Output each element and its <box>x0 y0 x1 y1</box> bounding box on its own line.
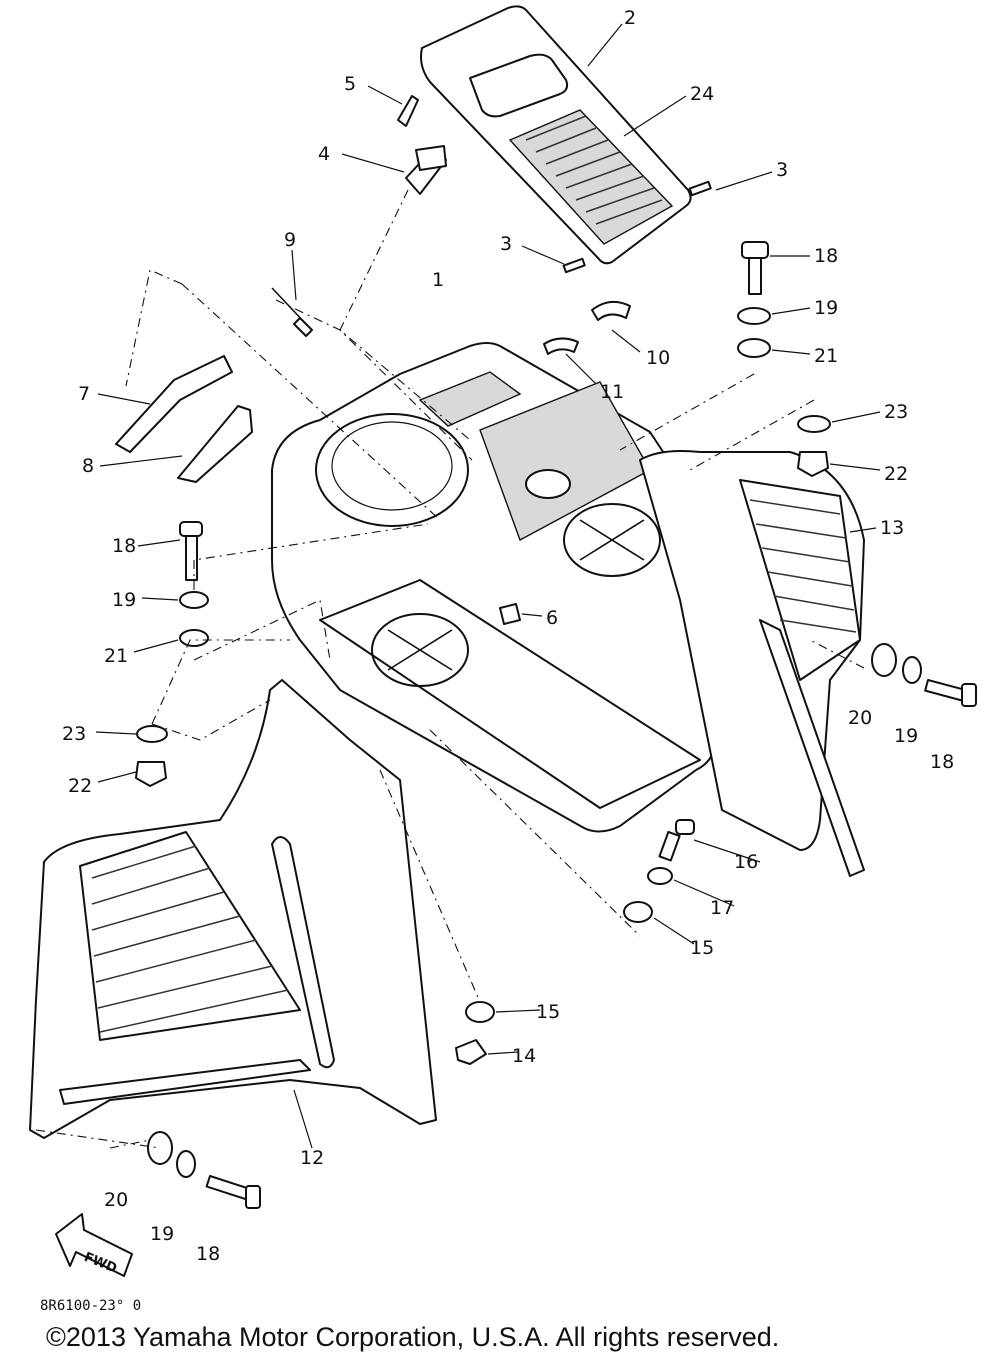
callout-21-right: 21 <box>814 345 838 367</box>
callout-10: 10 <box>646 347 670 369</box>
callout-18-left: 18 <box>112 535 136 557</box>
side-brackets <box>115 355 253 483</box>
callout-14: 14 <box>512 1045 536 1067</box>
pin-parts <box>562 180 712 274</box>
callout-11: 11 <box>600 381 624 403</box>
callout-21-left: 21 <box>104 645 128 667</box>
callout-3-right: 3 <box>776 159 788 181</box>
callout-23-left: 23 <box>62 723 86 745</box>
callout-16: 16 <box>734 851 758 873</box>
callout-15-lower: 15 <box>536 1001 560 1023</box>
top-cover-panel <box>420 5 692 265</box>
callout-23-right: 23 <box>884 401 908 423</box>
main-body-part <box>271 342 716 833</box>
callout-19-right: 19 <box>894 725 918 747</box>
callout-9: 9 <box>284 229 296 251</box>
callout-2: 2 <box>624 7 636 29</box>
callout-22-right: 22 <box>884 463 908 485</box>
callout-12: 12 <box>300 1147 324 1169</box>
callout-6: 6 <box>546 607 558 629</box>
callout-labels: 2 24 3 3 4 5 9 1 10 11 7 8 18 19 21 23 2… <box>62 7 954 1265</box>
diagram-code: 8R6100-23° 0 <box>40 1298 142 1314</box>
right-side-cover <box>639 450 865 877</box>
clip-part <box>271 287 313 337</box>
fasteners <box>135 241 977 1209</box>
callout-17: 17 <box>710 897 734 919</box>
callout-19-bottom: 19 <box>150 1223 174 1245</box>
callout-24: 24 <box>690 83 714 105</box>
leader-lines <box>95 23 881 1149</box>
copyright-notice: ©2013 Yamaha Motor Corporation, U.S.A. A… <box>46 1322 780 1352</box>
assembly-lines <box>35 189 865 1149</box>
bracket-and-screw <box>397 95 447 195</box>
callout-19-top: 19 <box>814 297 838 319</box>
callout-18-top: 18 <box>814 245 838 267</box>
decals <box>543 300 631 355</box>
callout-22-left: 22 <box>68 775 92 797</box>
callout-20-bottom: 20 <box>104 1189 128 1211</box>
left-side-cover <box>29 679 437 1139</box>
callout-18-right: 18 <box>930 751 954 773</box>
callout-19-left: 19 <box>112 589 136 611</box>
callout-1: 1 <box>432 269 444 291</box>
callout-4: 4 <box>318 143 330 165</box>
callout-8: 8 <box>82 455 94 477</box>
callout-18-bottom: 18 <box>196 1243 220 1265</box>
callout-15-right: 15 <box>690 937 714 959</box>
callout-3-left: 3 <box>500 233 512 255</box>
forward-arrow-icon: FWD <box>55 1213 133 1277</box>
callout-20-right: 20 <box>848 707 872 729</box>
callout-5: 5 <box>344 73 356 95</box>
callout-7: 7 <box>78 383 90 405</box>
callout-13: 13 <box>880 517 904 539</box>
